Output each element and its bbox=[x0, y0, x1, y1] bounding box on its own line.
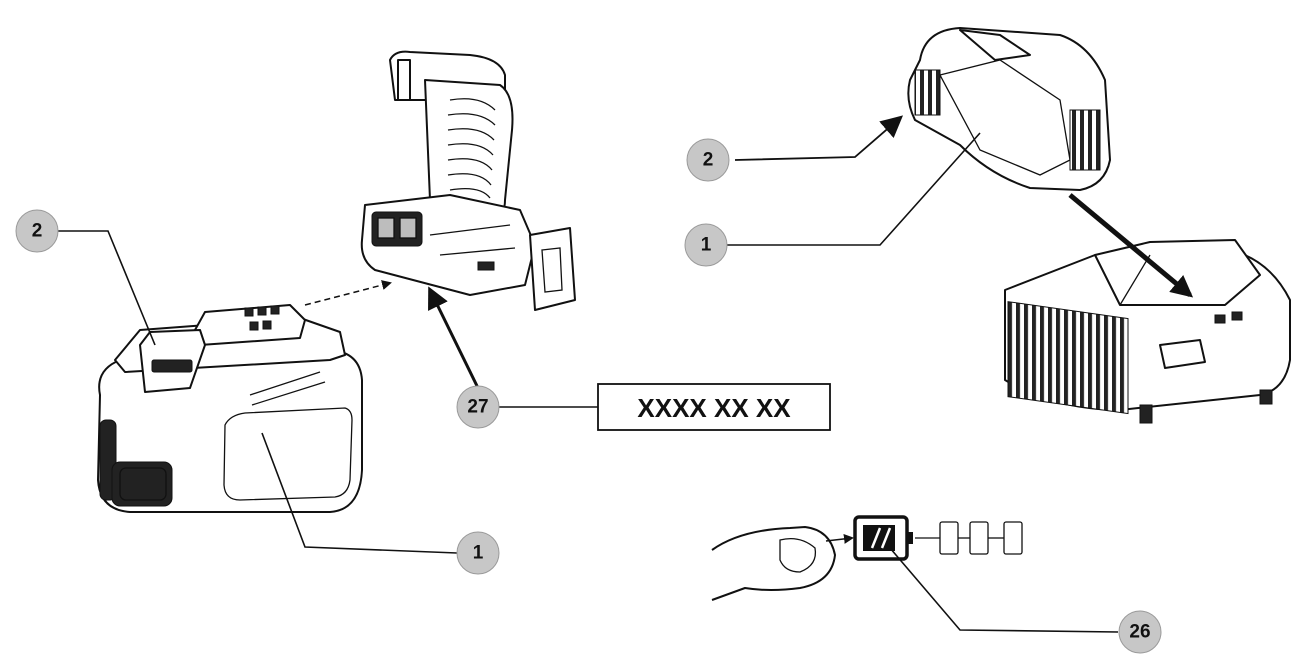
callout-bottom-26: 26 bbox=[1118, 610, 1162, 654]
callout-center-27: 27 bbox=[456, 385, 500, 429]
callout-right-1-label: 1 bbox=[701, 235, 712, 256]
leader-26 bbox=[889, 547, 1119, 633]
insert-arrow bbox=[304, 280, 392, 306]
callout-left-1-label: 1 bbox=[473, 543, 484, 564]
callout-right-2: 2 bbox=[686, 138, 730, 182]
finger-press-icon bbox=[711, 526, 836, 601]
leader-left-2 bbox=[58, 230, 156, 346]
callout-right-2-label: 2 bbox=[703, 150, 714, 171]
serial-number-label: XXXX XX XX bbox=[597, 383, 831, 431]
battery-gauge-icon bbox=[825, 515, 1023, 561]
callout-left-2: 2 bbox=[15, 209, 59, 253]
callout-27-arrow bbox=[428, 286, 480, 389]
charge-insert-arrow bbox=[1068, 193, 1194, 298]
battery-pack-icon-inverted bbox=[907, 27, 1111, 191]
leader-left-1 bbox=[261, 432, 458, 554]
callout-27-label: 27 bbox=[467, 397, 488, 418]
serial-number-text: XXXX XX XX bbox=[637, 393, 791, 423]
drill-icon bbox=[360, 50, 576, 311]
leader-right-1 bbox=[727, 132, 981, 246]
callout-right-1: 1 bbox=[684, 223, 728, 267]
callout-left-2-label: 2 bbox=[32, 221, 43, 242]
charger-icon bbox=[1004, 239, 1291, 424]
callout-left-1: 1 bbox=[456, 531, 500, 575]
battery-pack-icon bbox=[97, 304, 363, 513]
callout-26-label: 26 bbox=[1129, 622, 1150, 643]
callout-right-2-arrow bbox=[734, 115, 904, 161]
